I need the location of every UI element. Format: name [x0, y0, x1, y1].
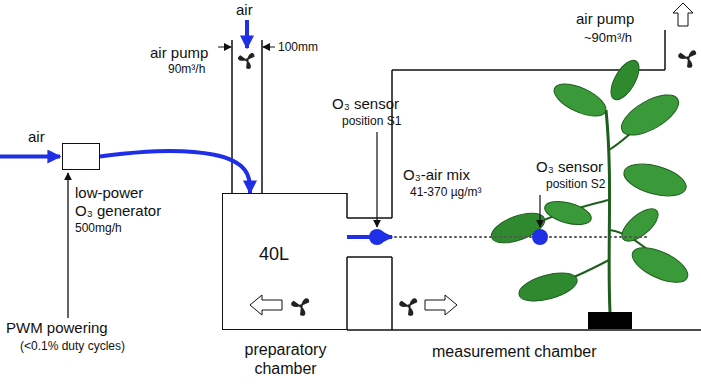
- flow-arrow: [250, 295, 282, 315]
- tube-wall: [347, 256, 392, 258]
- pump-rate: 90m³/h: [168, 62, 205, 76]
- chamber-label: measurement chamber: [432, 342, 597, 361]
- concentration-range: 41-370 µg/m³: [410, 185, 482, 199]
- chamber-floor: [347, 329, 701, 331]
- leader-line: [376, 132, 377, 227]
- sensor-dot: [532, 229, 548, 245]
- chamber-wall: [346, 257, 348, 330]
- tube-wall: [261, 40, 263, 193]
- dimension: 100mm: [278, 40, 318, 54]
- air-top-arrow: [245, 20, 249, 48]
- leader-line: [539, 195, 540, 227]
- sensor-position: position S2: [546, 177, 605, 191]
- control-label: PWM powering: [6, 319, 108, 337]
- sensor-label: O₃ sensor: [536, 158, 603, 176]
- flow-connector: [347, 235, 392, 239]
- fan-symbol: [237, 53, 254, 70]
- pwm-arrow: [67, 173, 68, 318]
- preparatory-chamber: 40Lpreparatory chamber: [222, 193, 347, 330]
- plant: [488, 56, 693, 329]
- chamber-wall: [664, 30, 666, 70]
- flow-arrow: [673, 3, 693, 26]
- generator-box: low-power O₃ generator500mg/h: [62, 143, 100, 170]
- volume-label: 40L: [259, 244, 289, 266]
- flow-label: air: [28, 128, 45, 146]
- chamber-wall: [391, 70, 393, 218]
- air-inlet-arrow: [0, 155, 60, 159]
- flow-label: air: [236, 1, 253, 19]
- fan-symbol: [398, 298, 417, 317]
- dimension-arrow: [263, 47, 275, 48]
- chamber-wall: [346, 193, 348, 218]
- flow-arrow: [425, 295, 457, 315]
- mix-label: O₃-air mix: [403, 166, 470, 184]
- chamber-wall: [391, 257, 393, 330]
- generator-rate: 500mg/h: [75, 221, 122, 235]
- sensor-label: O₃ sensor: [332, 95, 399, 113]
- pump-rate: ~90m³/h: [584, 30, 632, 46]
- fan-symbol: [290, 298, 309, 317]
- control-note: (<0.1% duty cycles): [20, 339, 125, 353]
- measurement-chamber: measurement chamber: [392, 70, 701, 330]
- tube-wall: [231, 40, 233, 193]
- pump-label: air pump: [150, 44, 208, 62]
- dimension-arrow: [218, 47, 231, 48]
- chamber-label: preparatory chamber: [213, 340, 358, 378]
- pump-label: air pump: [576, 10, 634, 28]
- fan-symbol: [677, 50, 696, 69]
- sensor-position: position S1: [342, 114, 401, 128]
- generator-label: low-power O₃ generator: [75, 184, 165, 220]
- tube-wall: [347, 217, 392, 219]
- measurement-line: [385, 236, 650, 238]
